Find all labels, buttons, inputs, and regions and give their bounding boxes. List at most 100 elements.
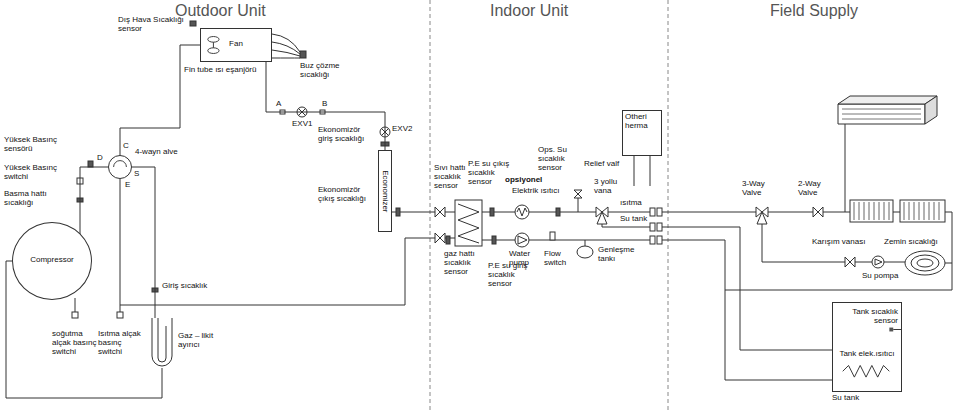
pipe-stroke bbox=[435, 207, 445, 217]
pipe-stroke bbox=[597, 212, 607, 224]
pipe-stroke bbox=[889, 202, 890, 220]
pipe-stroke bbox=[396, 208, 400, 216]
field-piping bbox=[662, 96, 952, 380]
pipe-stroke bbox=[435, 233, 445, 243]
pipe-stroke bbox=[725, 290, 832, 380]
pipe-stroke bbox=[515, 205, 529, 219]
part-label: 2-Way Valve bbox=[798, 180, 838, 198]
part-label: C bbox=[123, 142, 129, 151]
pipe-stroke bbox=[919, 202, 920, 220]
pipe-stroke bbox=[845, 257, 855, 267]
pipe-stroke bbox=[925, 96, 937, 124]
four-way-valve: 4-wayn alve bbox=[108, 155, 132, 179]
pipe-stroke bbox=[430, 0, 431, 412]
pipe-stroke bbox=[517, 208, 527, 216]
pipe-stroke bbox=[585, 240, 586, 246]
part-label: 3-Way Valve bbox=[742, 180, 782, 198]
node-text: 4-wayn alve bbox=[135, 148, 178, 157]
pipe-stroke bbox=[842, 109, 921, 119]
part-label: D bbox=[97, 154, 103, 163]
pipe-stroke bbox=[657, 208, 662, 216]
part-label: Isıtma alçak basınç switchi bbox=[98, 330, 146, 356]
node-text: Compressor bbox=[12, 256, 92, 265]
pipe-stroke bbox=[813, 207, 823, 217]
part-label: A bbox=[276, 100, 281, 109]
symbol-stroke bbox=[208, 48, 219, 54]
part-label: EXV2 bbox=[392, 125, 412, 134]
part-label: opsiyonel bbox=[505, 176, 542, 185]
pipe-stroke bbox=[72, 312, 78, 318]
pipe-stroke bbox=[869, 202, 870, 220]
pipe-stroke bbox=[657, 223, 662, 231]
part-label: Water pump bbox=[509, 250, 539, 268]
pipe-stroke bbox=[458, 204, 479, 243]
node-text: Su tank bbox=[832, 394, 902, 403]
node-text: Fan bbox=[200, 40, 272, 49]
pipe-stroke bbox=[550, 232, 555, 240]
pipe-stroke bbox=[879, 202, 880, 220]
part-label: Dış Hava Sıcaklığı sensor bbox=[118, 16, 188, 34]
pipe-stroke bbox=[650, 223, 655, 231]
pipe-stroke bbox=[117, 312, 123, 318]
part-label: Giriş sıcaklık bbox=[162, 282, 212, 291]
pipe-stroke bbox=[492, 236, 496, 244]
part-label: 3 yollu vana bbox=[594, 178, 624, 196]
part-label: B bbox=[322, 100, 327, 109]
pipe-stroke bbox=[929, 202, 930, 220]
part-label: Buz çözme sıcaklığı bbox=[300, 62, 352, 80]
outdoor-piping bbox=[72, 21, 455, 318]
part-label: Karışım vanası bbox=[812, 238, 865, 247]
node-text: Otheri herma bbox=[625, 113, 659, 131]
heat-exchanger-box: FanFin tube ısı eşanjörü bbox=[200, 28, 272, 62]
pipe-stroke bbox=[446, 236, 450, 244]
pipe-stroke bbox=[850, 200, 893, 222]
symbol-stroke bbox=[158, 318, 166, 362]
pipe-stroke bbox=[392, 212, 455, 213]
pipe-stroke bbox=[482, 212, 650, 213]
part-label: ısıtma bbox=[620, 199, 642, 208]
pipe-stroke bbox=[914, 202, 915, 220]
pipe-stroke bbox=[934, 202, 935, 220]
pipe-stroke bbox=[859, 202, 860, 220]
refrigerant-pipe bbox=[266, 62, 385, 150]
pipe-stroke bbox=[190, 21, 196, 26]
pipe-stroke bbox=[845, 124, 846, 212]
pipe-stroke bbox=[634, 156, 650, 186]
section-divider bbox=[430, 0, 668, 412]
other-heat-source-box: Otheri herma bbox=[622, 110, 662, 156]
pipe-stroke bbox=[838, 104, 925, 124]
part-label: Genleşme tankı bbox=[598, 246, 642, 264]
pipe-stroke bbox=[577, 246, 593, 258]
pipe-stroke bbox=[650, 208, 655, 216]
part-label: Su pompa bbox=[862, 272, 898, 281]
pipe-stroke bbox=[939, 202, 940, 220]
part-label: EXV1 bbox=[292, 120, 312, 129]
part-label: Basma hattı sıcaklığı bbox=[4, 190, 70, 208]
pipe-stroke bbox=[909, 202, 910, 220]
pipe-stroke bbox=[854, 202, 939, 220]
pipe-stroke bbox=[455, 200, 482, 246]
node-text: Tank elek.ısıtıcı bbox=[832, 350, 902, 359]
node-text: Tank sıcaklık sensor bbox=[834, 308, 898, 326]
node-text: Fin tube ısı eşanjörü bbox=[184, 66, 260, 75]
pipe-stroke bbox=[757, 212, 767, 224]
symbol-stroke bbox=[213, 42, 214, 48]
pipe-stroke bbox=[88, 161, 93, 167]
water-tank: Tank sıcaklık sensorTank elek.ısıtıcıSu … bbox=[832, 302, 902, 392]
pipe-stroke bbox=[272, 58, 300, 59]
symbol-stroke bbox=[889, 328, 893, 332]
pipe-stroke bbox=[556, 208, 560, 216]
pipe-stroke bbox=[574, 190, 582, 198]
part-label: Flow switch bbox=[544, 250, 576, 268]
refrigerant-pipe bbox=[120, 45, 200, 155]
pipe-stroke bbox=[482, 240, 650, 241]
pipe-stroke bbox=[875, 259, 882, 265]
pipe-stroke bbox=[120, 305, 121, 312]
pipe-stroke bbox=[662, 212, 952, 290]
part-label: Ops. Su sıcaklık sensor bbox=[538, 146, 582, 172]
symbol-stroke bbox=[152, 318, 172, 366]
section-title: Indoor Unit bbox=[490, 2, 568, 20]
part-label: Yüksek Basınç sensörü bbox=[4, 136, 70, 154]
